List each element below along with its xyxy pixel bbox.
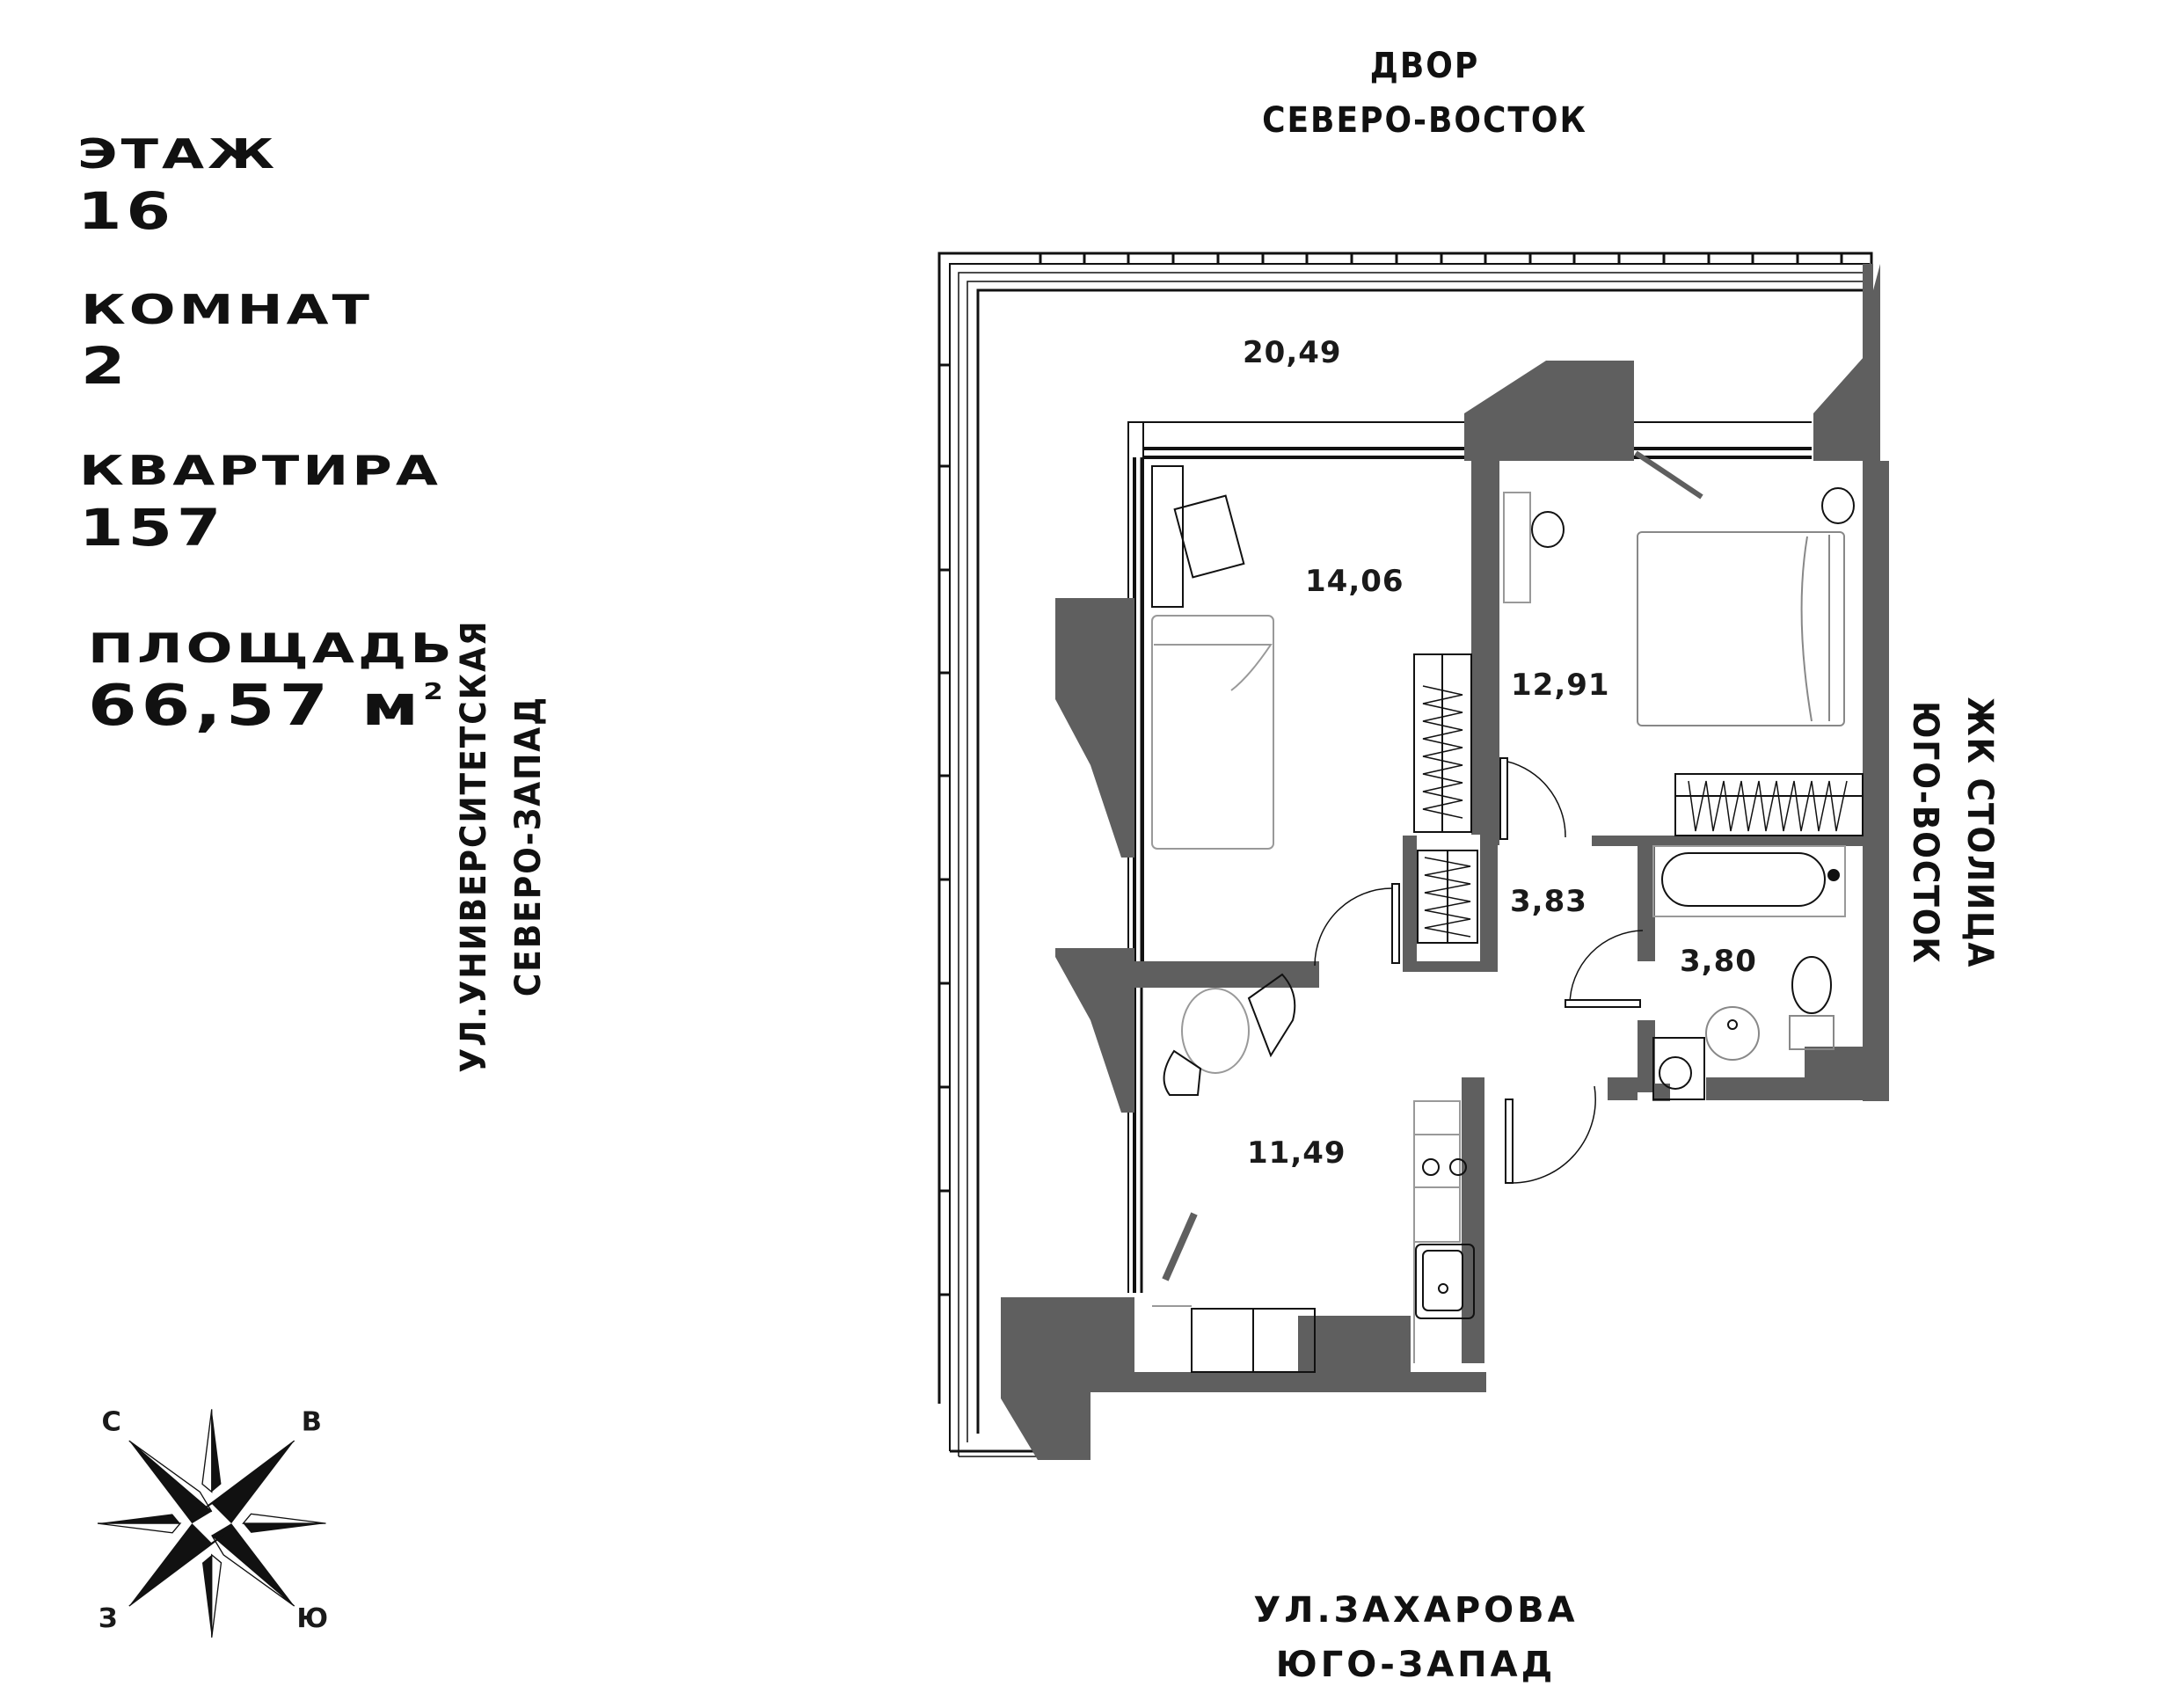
dining-chair-1 — [1247, 973, 1296, 1058]
single-bed — [1151, 615, 1274, 850]
orientation-bottom: УЛ.ЗАХАРОВА ЮГО-ЗАПАД — [1214, 1583, 1618, 1692]
wardrobe-3 — [1674, 773, 1864, 836]
kitchen-sink — [1415, 1244, 1475, 1319]
apartment-value: 157 — [79, 498, 226, 558]
stove-burner-2 — [1449, 1158, 1467, 1176]
wall-pillar-left-lower — [1055, 948, 1134, 1113]
orientation-top-line1: ДВОР — [1369, 46, 1480, 86]
apartment-info: ЭТАЖ — [77, 130, 274, 178]
double-bed — [1637, 531, 1845, 726]
dining-table — [1181, 988, 1250, 1074]
floor-value: 16 — [77, 181, 175, 241]
area-label-wrap: ПЛОЩАДЬ — [88, 624, 452, 672]
bath-faucet — [1827, 869, 1840, 881]
floor-value-wrap: 16 — [77, 181, 171, 241]
bathtub-frame — [1652, 845, 1846, 917]
apartment-label-wrap: КВАРТИРА — [79, 447, 438, 494]
rooms-value-wrap: 2 — [81, 336, 125, 396]
orientation-top-line2: СЕВЕРО-ВОСТОК — [1262, 100, 1587, 141]
floor-label: ЭТАЖ — [77, 130, 279, 178]
orientation-bottom-line1: УЛ.ЗАХАРОВА — [1253, 1590, 1579, 1631]
compass-star-icon — [97, 1409, 326, 1638]
nightstand-left — [1503, 492, 1531, 603]
furniture — [1151, 465, 1864, 1373]
compass-rose: С В З Ю — [97, 1407, 328, 1638]
door-bedroom1-arc — [1314, 887, 1393, 967]
wall-pillar-top-left — [1464, 361, 1634, 461]
washing-machine-drum — [1659, 1056, 1692, 1090]
balcony-frame — [937, 252, 1873, 1457]
area-label: ПЛОЩАДЬ — [88, 624, 456, 672]
room-area-balcony: 20,49 — [1243, 335, 1342, 370]
wall-pillar-top-right — [1813, 264, 1880, 461]
rooms-label: КОМНАТ — [81, 286, 374, 333]
compass-west: З — [98, 1603, 118, 1634]
compass-north: С — [101, 1407, 120, 1438]
rooms-value: 2 — [81, 336, 130, 396]
room-area-hallway: 3,83 — [1510, 884, 1587, 919]
lamp-right — [1821, 487, 1855, 524]
stove-burner-1 — [1422, 1158, 1440, 1176]
compass-south: Ю — [296, 1603, 328, 1634]
balcony-ticks — [939, 253, 1843, 1296]
window-lines — [1127, 421, 1812, 1293]
room-area-kitchen: 11,49 — [1247, 1135, 1346, 1171]
dining-chair-2 — [1163, 1049, 1202, 1096]
door-bedroom2-arc — [1499, 759, 1566, 838]
sink-bathroom — [1705, 1006, 1760, 1061]
bathtub — [1661, 852, 1826, 907]
apartment-value-wrap: 157 — [79, 498, 221, 558]
orientation-top: ДВОР СЕВЕРО-ВОСТОК — [1231, 39, 1618, 148]
lamp-left — [1531, 511, 1565, 548]
area-number: 66,57 м — [88, 674, 424, 739]
door-entrance-arc — [1510, 1085, 1596, 1184]
apartment-label: КВАРТИРА — [79, 447, 441, 494]
compass-east: В — [302, 1407, 322, 1438]
desk — [1151, 465, 1184, 608]
door-balcony-kitchen — [1162, 1212, 1198, 1281]
room-area-bedroom-1: 14,06 — [1305, 564, 1404, 599]
room-area-bedroom-2: 12,91 — [1511, 668, 1610, 703]
area-value-wrap: 66,57 м2 — [88, 674, 443, 739]
rooms-label-wrap: КОМНАТ — [81, 286, 369, 333]
area-value: 66,57 м2 — [88, 674, 448, 739]
room-area-bathroom: 3,80 — [1680, 944, 1757, 979]
toilet — [1791, 956, 1832, 1014]
walls — [1001, 264, 1889, 1460]
door-bathroom-arc — [1569, 930, 1644, 1006]
doors — [1162, 450, 1703, 1281]
desk-chair — [1173, 494, 1245, 579]
wall-pillar-left-upper — [1055, 598, 1134, 858]
wall-kitchen-bottom — [1298, 1316, 1411, 1372]
area-unit-sup: 2 — [423, 679, 448, 705]
kitchen-counter — [1413, 1100, 1461, 1243]
washing-machine — [1652, 1037, 1705, 1100]
door-balcony-bedroom2 — [1634, 450, 1703, 500]
door-bedroom1-leaf — [1391, 883, 1400, 964]
orientation-bottom-line2: ЮГО-ЗАПАД — [1275, 1645, 1557, 1685]
